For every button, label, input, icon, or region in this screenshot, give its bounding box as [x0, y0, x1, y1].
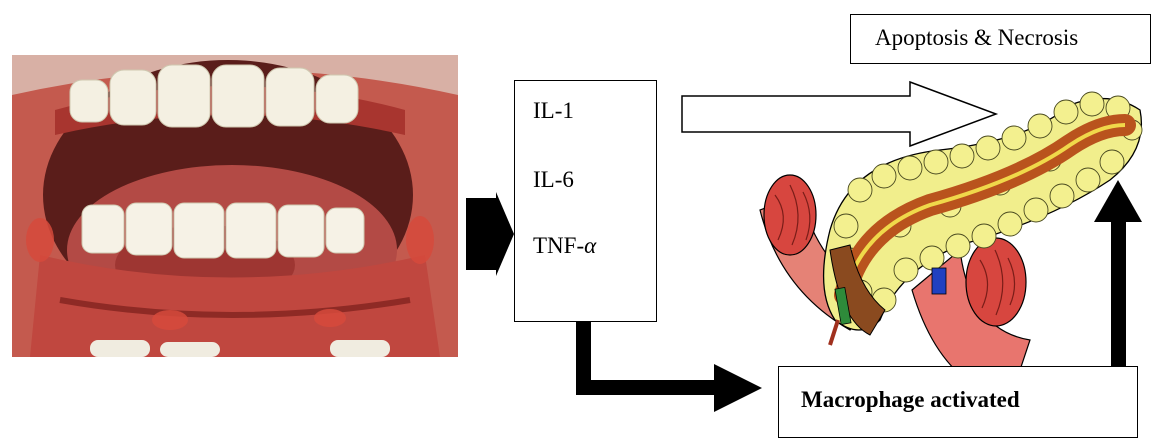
cytokine-il6: IL-6	[533, 167, 574, 193]
cytokine-tnf: TNF-α	[533, 233, 596, 259]
arrow-macrophage-to-pancreas	[1094, 180, 1142, 367]
pancreas-illustration	[760, 92, 1142, 400]
arrow-photo-to-cytokines	[466, 192, 514, 276]
mouth-photo	[12, 55, 458, 357]
alpha-symbol: α	[584, 233, 596, 258]
arrow-cytokines-to-macrophage	[576, 322, 762, 412]
outcome-box: Apoptosis & Necrosis	[850, 14, 1151, 64]
macrophage-label: Macrophage activated	[801, 387, 1020, 413]
hollow-arrow-to-outcome	[682, 82, 996, 146]
cytokine-box: IL-1 IL-6 TNF-α	[514, 80, 657, 322]
cytokine-tnf-label: TNF-	[533, 233, 584, 258]
cytokine-il1: IL-1	[533, 98, 574, 124]
macrophage-box: Macrophage activated	[778, 366, 1138, 438]
outcome-label: Apoptosis & Necrosis	[875, 25, 1078, 51]
